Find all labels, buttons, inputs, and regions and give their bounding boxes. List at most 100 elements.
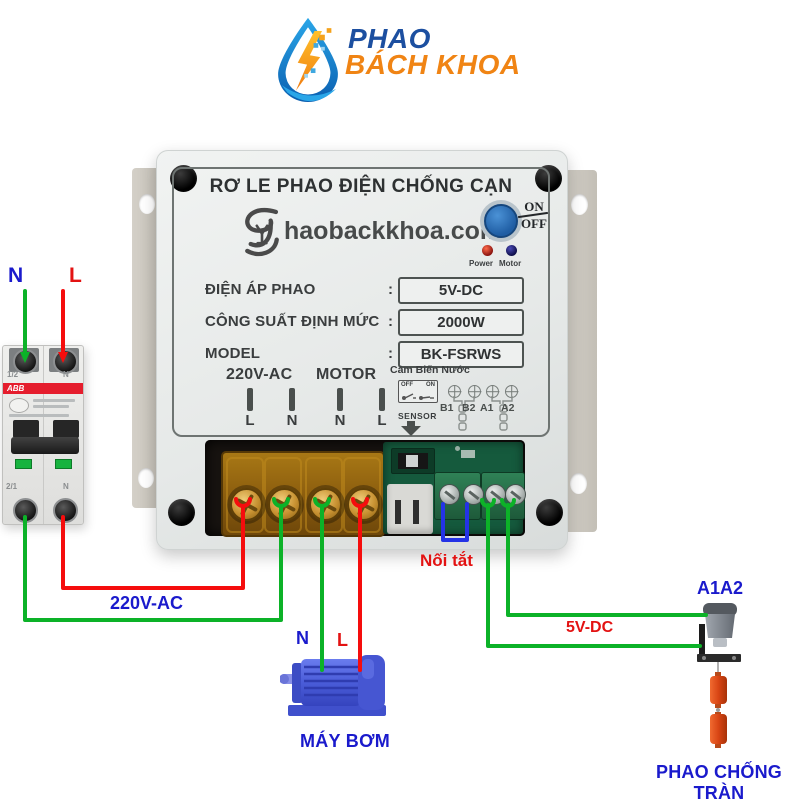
pump-name: MÁY BƠM — [299, 731, 391, 751]
breaker-marking: N — [63, 370, 69, 379]
breaker-terminal-screw — [53, 498, 78, 523]
pcb-component — [461, 450, 475, 458]
jumper-label: Nối tắt — [420, 551, 473, 570]
screw-label: B1 — [440, 402, 454, 414]
mount-hole — [570, 473, 587, 494]
ac-terminals-label: 220V-AC — [226, 366, 293, 383]
test-dial[interactable] — [9, 398, 29, 413]
pin-letter: L — [377, 412, 387, 429]
power-led-label: Power — [469, 259, 494, 268]
water-drop-lightning-icon — [278, 17, 338, 102]
spec-label-model: MODEL — [205, 345, 261, 362]
spec-value-power: 2000W — [398, 309, 524, 336]
terminal-screw-B2 — [463, 484, 484, 505]
breaker-indicator — [55, 459, 72, 469]
breaker-brand: ABB — [7, 384, 25, 393]
colon: : — [388, 345, 394, 362]
terminal-screw-N — [309, 488, 342, 521]
website-text: haobackkhoa.com — [284, 217, 503, 245]
device-brand: haobackkhoa.com — [236, 205, 502, 257]
spec-label-power: CÔNG SUẤT ĐỊNH MỨC — [205, 313, 380, 330]
pin-letter: N — [334, 412, 346, 429]
motor-led — [506, 245, 517, 256]
terminal-screw-L — [230, 488, 263, 521]
label-panel: RƠ LE PHAO ĐIỆN CHỐNG CẠN haobackkhoa.co… — [172, 167, 550, 437]
float-chain-icon — [453, 396, 513, 431]
pcb-component — [455, 446, 460, 451]
breaker-n-label: N — [8, 264, 24, 287]
breaker-marking: 1/2 — [7, 370, 19, 379]
terminal-compartment — [205, 440, 526, 537]
pin-letter: N — [286, 412, 298, 429]
brand-logo: PHAO BÁCH KHOA — [268, 12, 528, 104]
terminal-slot — [379, 388, 385, 411]
motor-led-label: Motor — [499, 259, 522, 268]
dc-voltage-label: 5V-DC — [566, 619, 614, 636]
terminal-cell — [305, 457, 343, 533]
sensor-arrow-icon — [401, 426, 421, 436]
breaker-toggle-bar[interactable] — [11, 437, 79, 454]
breaker-toggle[interactable] — [13, 420, 39, 438]
power-button-label: ON OFF — [518, 200, 550, 230]
float-terminal-label: A1A2 — [697, 578, 744, 598]
float-sensor-icon — [697, 603, 741, 748]
off-label: OFF — [521, 216, 547, 231]
breaker-indicator — [15, 459, 32, 469]
terminal-screw-A2 — [505, 484, 526, 505]
spec-value-voltage: 5V-DC — [398, 277, 524, 304]
breaker-toggle[interactable] — [53, 420, 79, 438]
abb-brand-band: ABB — [3, 383, 83, 394]
terminal-screw-A1 — [485, 484, 506, 505]
ac-voltage-label: 220V-AC — [110, 593, 184, 613]
breaker-marking: 2/1 — [6, 482, 18, 491]
on-label: ON — [524, 199, 544, 214]
switch-on-label: ON — [426, 382, 435, 388]
terminal-slot — [247, 388, 253, 411]
colon: : — [388, 313, 394, 330]
sensor-title: Cảm Biến Nước — [390, 364, 470, 376]
sensor-mode-switch[interactable]: OFF ON — [398, 380, 438, 403]
switch-off-label: OFF — [401, 382, 413, 388]
power-button[interactable] — [484, 204, 518, 238]
screw-label: A2 — [501, 402, 515, 414]
pump-icon — [280, 655, 386, 716]
brand-swirl-icon — [245, 208, 279, 257]
brand-line2: BÁCH KHOA — [345, 49, 521, 80]
screw-label: A1 — [480, 402, 494, 414]
pump-l-label: L — [337, 630, 348, 650]
screw-hole-icon — [168, 499, 195, 526]
spec-label-voltage: ĐIỆN ÁP PHAO — [205, 281, 316, 298]
ac-motor-terminal-block — [221, 451, 385, 537]
terminal-screw-L — [347, 488, 380, 521]
float-name: PHAO CHỐNG TRÀN — [655, 762, 782, 800]
terminal-screw-N — [268, 488, 301, 521]
switch-glyphs-icon — [402, 393, 434, 400]
breaker-terminal-screw — [13, 498, 38, 523]
terminal-slot — [337, 388, 343, 411]
sensor-label: SENSOR — [398, 411, 437, 421]
terminal-cell — [264, 457, 302, 533]
spec-value-model: BK-FSRWS — [398, 341, 524, 368]
pin-connector — [387, 484, 433, 534]
sensor-arrow-icon — [407, 421, 415, 426]
circuit-breaker: 1/2 N ABB 2/1 N — [2, 345, 84, 525]
power-led — [482, 245, 493, 256]
pump-n-label: N — [296, 628, 309, 648]
screw-label: B2 — [462, 402, 476, 414]
breaker-marking: N — [63, 482, 69, 491]
breaker-l-label: L — [69, 264, 82, 287]
mount-hole — [139, 194, 155, 214]
brand-line1: PHAO — [348, 23, 431, 54]
device-title: RƠ LE PHAO ĐIỆN CHỐNG CẠN — [209, 176, 513, 197]
screw-hole-icon — [536, 499, 563, 526]
mount-hole — [571, 194, 588, 215]
relay-device: RƠ LE PHAO ĐIỆN CHỐNG CẠN haobackkhoa.co… — [156, 150, 568, 550]
motor-terminals-label: MOTOR — [316, 366, 377, 383]
terminal-screw-B1 — [439, 484, 460, 505]
relay-switch[interactable] — [391, 448, 435, 474]
colon: : — [388, 281, 394, 298]
terminal-slot — [289, 388, 295, 411]
pin-letter: L — [245, 412, 255, 429]
terminal-cell — [343, 457, 381, 533]
